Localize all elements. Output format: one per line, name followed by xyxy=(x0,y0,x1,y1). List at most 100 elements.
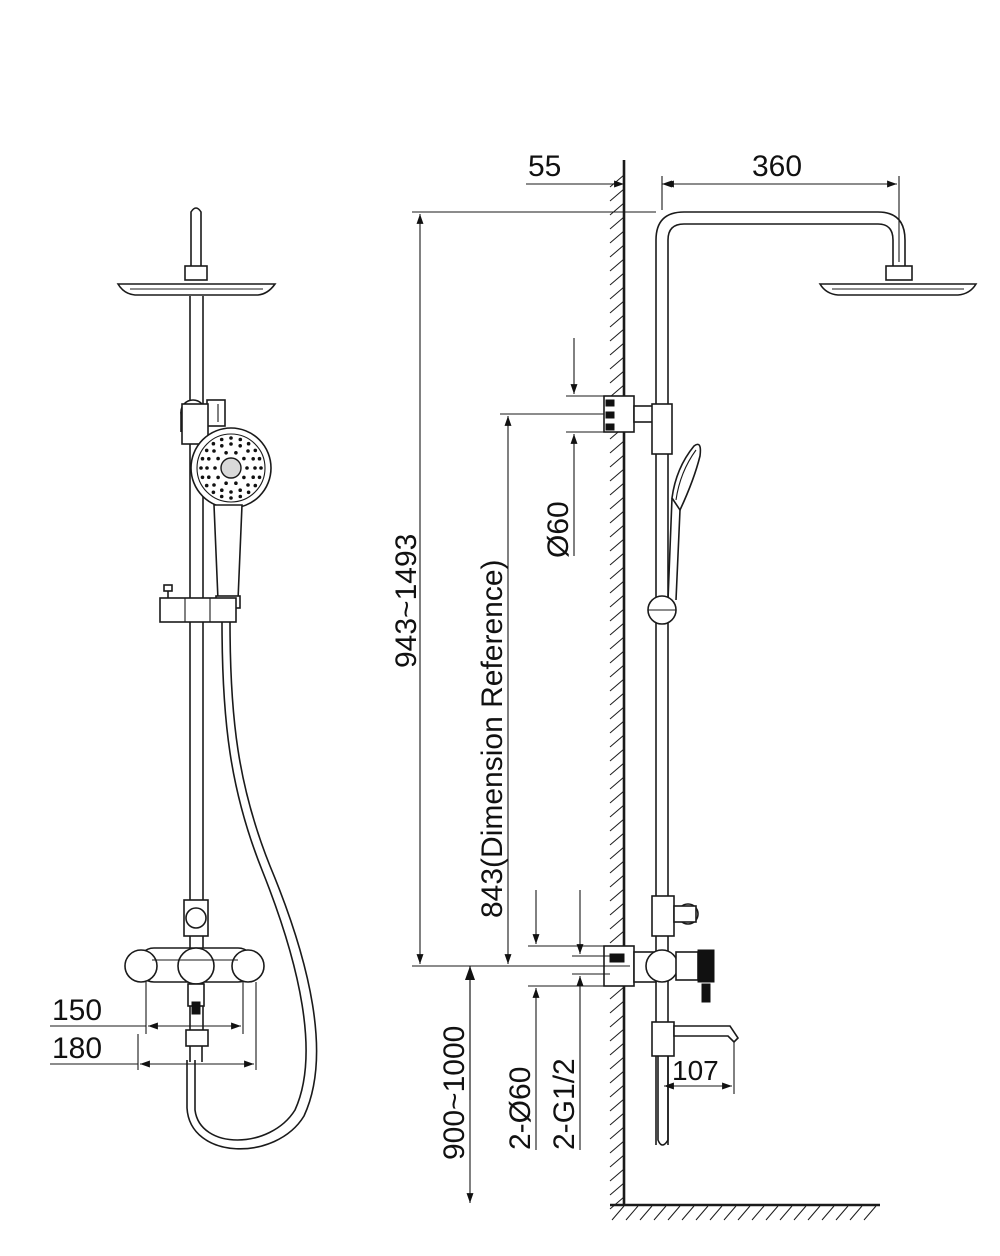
mixer-body-side xyxy=(645,949,679,983)
nozzle-dot xyxy=(253,483,258,488)
side-view: 55 360 943~1493 843(Dimension Reference)… xyxy=(390,150,978,1221)
dim-spout-length: 107 xyxy=(672,1055,719,1086)
nozzle-dot xyxy=(216,475,220,480)
hatch-line xyxy=(779,1205,793,1221)
nozzle-dot xyxy=(238,494,243,499)
nozzle-dot xyxy=(234,451,238,455)
nozzle-dot xyxy=(213,466,217,470)
hatch-line xyxy=(609,748,625,762)
nozzle-dot xyxy=(246,449,250,453)
nozzle-dot xyxy=(211,490,216,495)
hatch-line xyxy=(609,902,625,916)
hatch-line xyxy=(609,566,625,580)
hatch-line xyxy=(609,1070,625,1084)
hatch-line xyxy=(609,440,625,454)
nozzle-dot xyxy=(199,466,203,470)
hatch-line xyxy=(609,1014,625,1028)
dim-55: 55 xyxy=(528,150,561,183)
nozzle-dot xyxy=(229,442,233,446)
front-view: 150 180 xyxy=(50,207,318,1150)
hatch-line xyxy=(609,860,625,874)
hatch-line xyxy=(609,538,625,552)
nozzle-dot xyxy=(246,490,251,495)
hatch-line xyxy=(609,230,625,244)
hatch-line xyxy=(609,1196,625,1210)
hatch-line xyxy=(751,1205,765,1221)
nozzle-dot xyxy=(204,448,209,453)
hatch-line xyxy=(609,384,625,398)
dim-reference: 843(Dimension Reference) xyxy=(476,559,509,918)
nozzle-dot xyxy=(212,483,216,487)
nozzle-dot xyxy=(205,466,209,470)
hatch-line xyxy=(709,1205,723,1221)
hatch-line xyxy=(609,594,625,608)
hatch-line xyxy=(609,188,625,202)
hatch-line xyxy=(609,370,625,384)
hatch-line xyxy=(609,1182,625,1196)
hatch-line xyxy=(625,1205,639,1221)
nozzle-dot xyxy=(219,494,224,499)
hatch-line xyxy=(609,622,625,636)
nozzle-dot xyxy=(253,466,257,470)
hatch-line xyxy=(609,706,625,720)
hatch-line xyxy=(609,986,625,1000)
nozzle-dot xyxy=(204,483,209,488)
hatch-line xyxy=(609,776,625,790)
dim-inlet-diameter: 2-Ø60 xyxy=(504,1067,537,1150)
hatch-line xyxy=(609,1154,625,1168)
nozzle-dot xyxy=(220,488,224,493)
hatch-line xyxy=(609,608,625,622)
hatch-line xyxy=(695,1205,709,1221)
nozzle-dot xyxy=(238,437,243,442)
hatch-line xyxy=(609,272,625,286)
hatch-line xyxy=(609,888,625,902)
hatch-line xyxy=(835,1205,849,1221)
hatch-line xyxy=(609,1028,625,1042)
hatch-line xyxy=(723,1205,737,1221)
hatch-line xyxy=(609,1098,625,1112)
hand-shower-side xyxy=(671,443,702,512)
dim-height-range: 943~1493 xyxy=(390,534,423,668)
hatch-line xyxy=(609,454,625,468)
nozzle-dot xyxy=(229,490,233,494)
nozzle-dot xyxy=(219,437,224,442)
hatch-line xyxy=(609,1056,625,1070)
hatch-line xyxy=(609,328,625,342)
hatch-line xyxy=(609,342,625,356)
hatch-line xyxy=(609,258,625,272)
hatch-line xyxy=(667,1205,681,1221)
hatch-line xyxy=(609,1168,625,1182)
hatch-line xyxy=(609,314,625,328)
hatch-line xyxy=(609,356,625,370)
hatch-line xyxy=(807,1205,821,1221)
hatch-line xyxy=(609,790,625,804)
hatch-line xyxy=(609,874,625,888)
nozzle-dot xyxy=(242,475,246,480)
hatch-line xyxy=(609,1000,625,1014)
nozzle-dot xyxy=(238,488,242,493)
dim-inlet-thread: 2-G1/2 xyxy=(548,1058,581,1150)
dim-180: 180 xyxy=(52,1032,102,1065)
hatch-line xyxy=(609,762,625,776)
nozzle-dot xyxy=(200,456,205,461)
hatch-line xyxy=(611,1205,625,1221)
hatch-line xyxy=(609,1140,625,1154)
hatch-line xyxy=(609,216,625,230)
hose-front xyxy=(194,621,307,1141)
dim-360: 360 xyxy=(752,150,802,183)
hatch-line xyxy=(609,930,625,944)
hatch-line xyxy=(609,482,625,496)
nozzle-dot xyxy=(229,496,233,500)
hatch-line xyxy=(609,678,625,692)
nozzle-dot xyxy=(220,444,224,448)
floor-hatching xyxy=(611,1205,877,1221)
hatch-line xyxy=(609,734,625,748)
nozzle-dot xyxy=(224,451,228,455)
hatch-line xyxy=(609,692,625,706)
nozzle-dot xyxy=(224,481,228,486)
hatch-line xyxy=(609,286,625,300)
dim-diameter: Ø60 xyxy=(542,501,575,558)
nozzle-dot xyxy=(216,456,220,461)
hatch-line xyxy=(863,1205,877,1221)
nozzle-dot xyxy=(212,449,216,453)
